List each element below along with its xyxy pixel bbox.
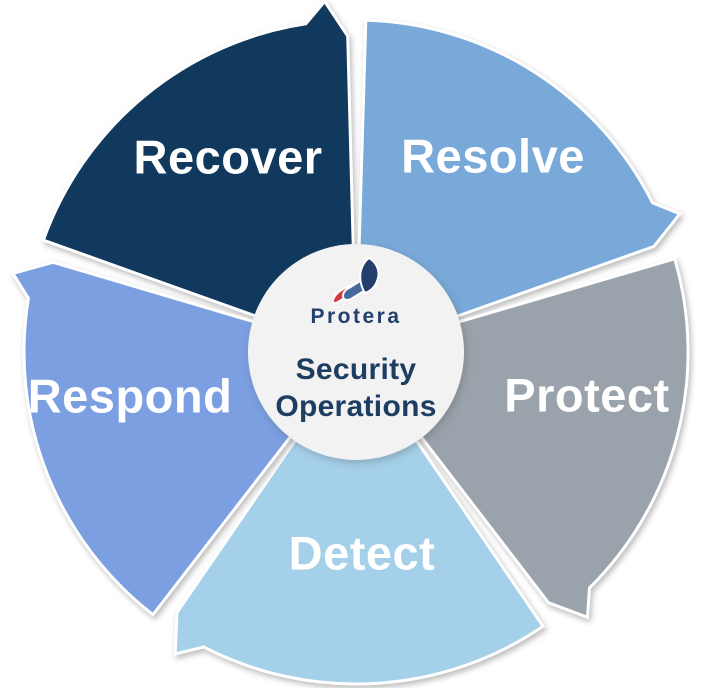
segment-label-resolve: Resolve (401, 129, 585, 183)
segment-resolve (354, 18, 683, 355)
protera-logo-icon (331, 257, 380, 304)
segment-recover (41, 0, 358, 355)
protera-wordmark: Protera (310, 305, 402, 328)
hub-title-line2: Operations (275, 390, 437, 423)
segment-label-detect: Detect (288, 526, 436, 580)
segment-label-protect: Protect (504, 368, 670, 422)
segment-label-respond: Respond (27, 369, 233, 423)
logo-navy-leaf (359, 257, 380, 294)
center-hub: Protera Security Operations (248, 244, 464, 460)
hub-title-line1: Security (295, 353, 417, 386)
segment-label-recover: Recover (133, 130, 323, 184)
segment-detect (173, 349, 546, 686)
hub-title: Security Operations (275, 351, 436, 425)
